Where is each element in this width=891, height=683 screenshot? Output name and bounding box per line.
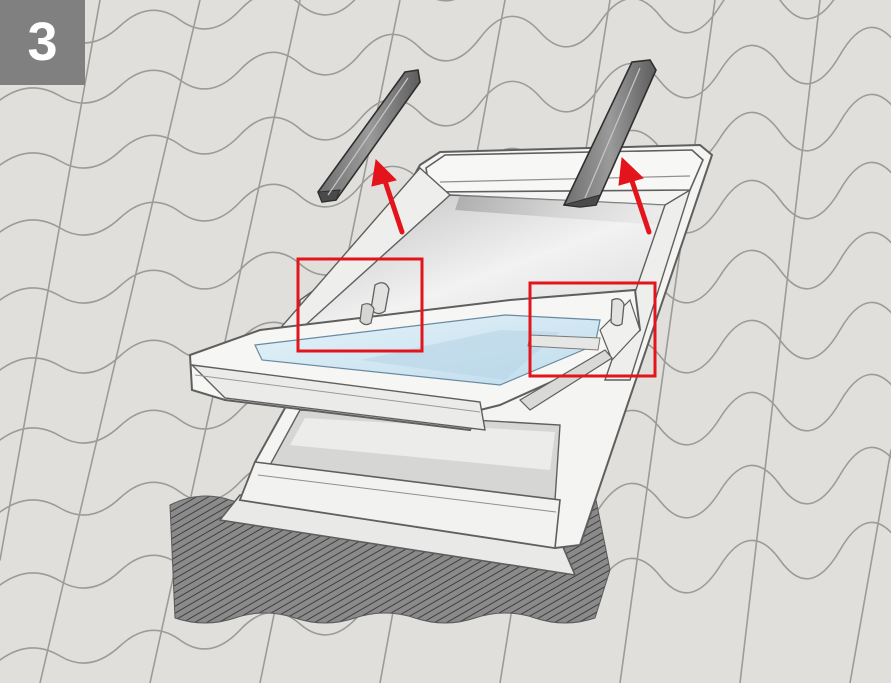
right-hinge — [610, 298, 625, 327]
right-cover-strip — [562, 59, 657, 208]
left-hinge-highlight — [296, 257, 424, 353]
sash-arm — [519, 349, 613, 411]
top-frame-cover — [425, 149, 704, 193]
step-number-badge: 3 — [0, 0, 85, 85]
left-cover-strip — [317, 69, 421, 203]
red-arrow-up-icon — [371, 158, 405, 235]
red-arrow-up-icon — [618, 156, 652, 235]
right-hinge-highlight — [528, 281, 657, 378]
